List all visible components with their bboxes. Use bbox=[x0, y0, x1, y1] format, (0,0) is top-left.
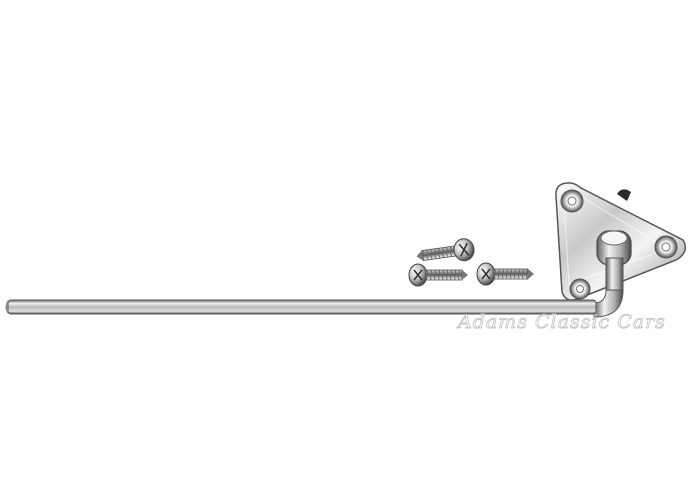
pivot-boss bbox=[596, 230, 632, 266]
mounting-hole bbox=[560, 189, 584, 213]
mounting-bracket bbox=[555, 182, 687, 301]
screw bbox=[408, 263, 468, 287]
rod bbox=[5, 257, 624, 318]
screw bbox=[476, 262, 534, 286]
watermark-text: Adams Classic Cars bbox=[456, 311, 666, 333]
mounting-hole bbox=[654, 235, 678, 259]
mounting-hole bbox=[569, 278, 591, 300]
screw bbox=[416, 238, 475, 262]
